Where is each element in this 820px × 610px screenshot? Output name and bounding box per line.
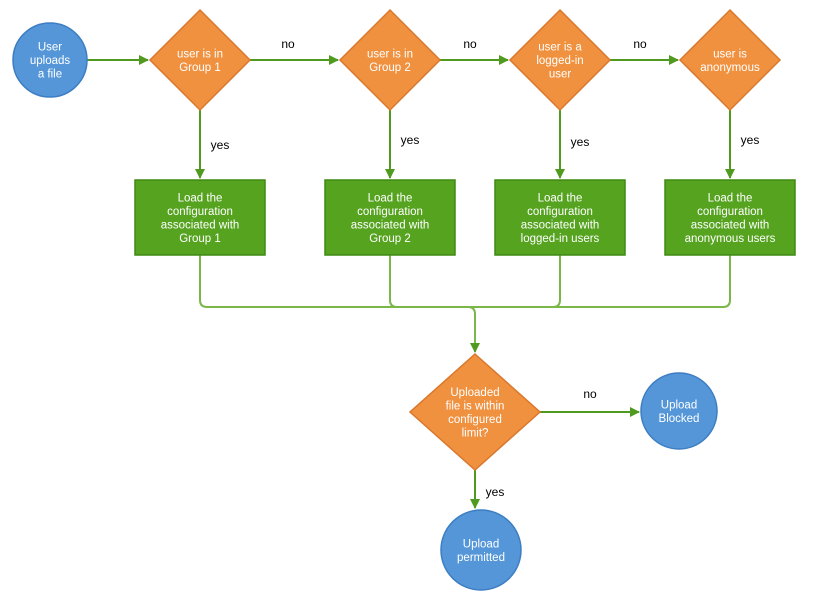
node-label-r1-2: associated with: [161, 219, 240, 231]
node-shape-check: [408, 352, 542, 472]
node-label-permitted-0: Upload: [463, 538, 499, 550]
node-d4: user is anonymous: [678, 8, 782, 112]
node-label-d1-0: user is in: [177, 48, 223, 60]
node-label-r3-3: logged-in users: [521, 233, 600, 245]
node-label-r2-0: Load the: [368, 192, 413, 204]
node-label-r1-1: configuration: [167, 206, 233, 218]
node-shape-start: [12, 22, 88, 98]
node-shape-d1: [148, 8, 252, 112]
node-label-start-2: a file: [38, 69, 62, 81]
node-label-blocked-1: Blocked: [659, 413, 700, 425]
edge-r2-check: [389, 255, 475, 308]
node-label-d3-0: user is a: [538, 42, 582, 54]
node-d2: user is in Group 2: [338, 8, 442, 112]
node-shape-permitted: [440, 509, 522, 591]
edge-label-check-permitted: yes: [486, 485, 505, 499]
edge-label-d3-r3: yes: [571, 135, 590, 149]
edge-r3-check: [475, 255, 561, 308]
node-label-r2-1: configuration: [357, 206, 423, 218]
node-label-r2-2: associated with: [351, 219, 430, 231]
node-label-r4-3: anonymous users: [685, 233, 776, 245]
node-permitted: Upload permitted: [440, 509, 522, 591]
node-label-r3-0: Load the: [538, 192, 583, 204]
node-shape-d2: [338, 8, 442, 112]
node-label-permitted-1: permitted: [457, 552, 505, 564]
edge-label-d2-r2: yes: [401, 133, 420, 147]
node-label-check-1: file is within: [446, 400, 505, 412]
node-label-d2-1: Group 2: [369, 62, 411, 74]
node-label-r4-0: Load the: [708, 192, 753, 204]
node-label-d4-1: anonymous: [700, 62, 760, 74]
node-label-d1-1: Group 1: [179, 62, 221, 74]
edge-label-d4-r4: yes: [741, 133, 760, 147]
node-d1: user is in Group 1: [148, 8, 252, 112]
node-label-d2-0: user is in: [367, 48, 413, 60]
edge-label-d3-d4: no: [633, 37, 647, 51]
edges-layer: [87, 55, 735, 509]
node-shape-r2: [324, 179, 456, 256]
edge-r4-check: [475, 255, 731, 308]
node-label-r3-2: associated with: [521, 219, 600, 231]
node-label-d3-2: user: [549, 69, 572, 81]
node-label-r1-3: Group 1: [179, 233, 221, 245]
node-label-check-2: configured: [448, 414, 502, 426]
edge-label-check-blocked: no: [583, 387, 597, 401]
node-label-blocked-0: Upload: [661, 399, 697, 411]
node-shape-r1: [134, 179, 266, 256]
node-label-d3-1: logged-in: [536, 55, 583, 67]
node-label-check-3: limit?: [462, 427, 489, 439]
edge-labels-layer: no no no yes yes yes yes no yes: [211, 37, 760, 499]
node-label-r1-0: Load the: [178, 192, 223, 204]
node-shape-d4: [678, 8, 782, 112]
edge-label-d2-d3: no: [463, 37, 477, 51]
node-shape-r4: [664, 179, 796, 256]
node-shape-blocked: [640, 372, 718, 450]
node-shape-r3: [494, 179, 626, 256]
node-shape-d3: [508, 8, 612, 112]
edge-label-d1-d2: no: [281, 37, 295, 51]
node-label-r4-2: associated with: [691, 219, 770, 231]
edge-label-d1-r1: yes: [211, 138, 230, 152]
node-label-r2-3: Group 2: [369, 233, 411, 245]
node-label-start-1: uploads: [30, 55, 71, 67]
node-label-start-0: User: [38, 42, 62, 54]
node-label-r3-1: configuration: [527, 206, 593, 218]
node-label-check-0: Uploaded: [450, 387, 499, 399]
edge-r1-check: [199, 255, 480, 353]
node-label-r4-1: configuration: [697, 206, 763, 218]
node-label-d4-0: user is: [713, 48, 747, 60]
